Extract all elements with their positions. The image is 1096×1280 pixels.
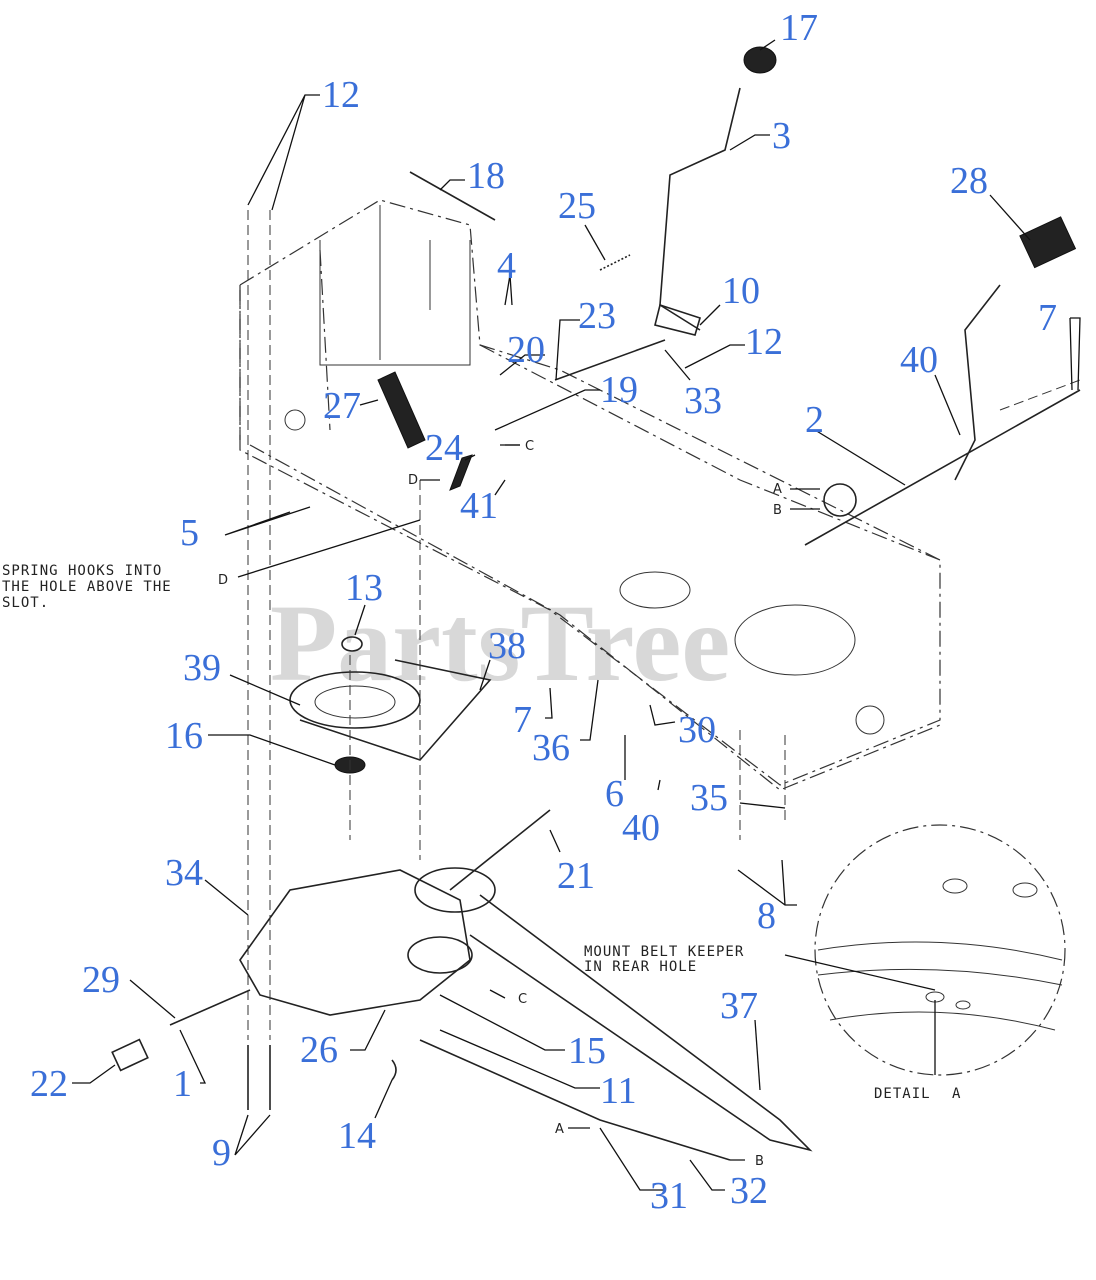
callout-11[interactable]: 11 (600, 1070, 637, 1112)
notes: SPRING HOOKS INTO THE HOLE ABOVE THE SLO… (2, 563, 961, 1102)
callout-30[interactable]: 30 (678, 709, 716, 751)
spring-24 (449, 454, 473, 491)
callout-32[interactable]: 32 (730, 1170, 768, 1212)
rod-33 (554, 339, 666, 381)
detail-label: DETAIL (874, 1086, 931, 1102)
callout-14[interactable]: 14 (338, 1115, 376, 1157)
spring-note-line-2: THE HOLE ABOVE THE (2, 579, 172, 595)
callout-12-lower[interactable]: 12 (745, 321, 783, 363)
callout-4[interactable]: 4 (497, 245, 516, 287)
ref-d-upper: D (408, 473, 418, 488)
callout-1[interactable]: 1 (173, 1063, 192, 1105)
clip-14 (391, 1059, 397, 1081)
callout-35[interactable]: 35 (690, 777, 728, 819)
ref-a-upper: A (773, 482, 782, 497)
ref-c-upper: C (525, 439, 534, 454)
detail-letter: A (952, 1086, 961, 1102)
callout-41[interactable]: 41 (460, 485, 498, 527)
callout-34[interactable]: 34 (165, 852, 203, 894)
callout-23[interactable]: 23 (578, 295, 616, 337)
watermark-text: PartsTree (270, 582, 730, 704)
bolts-9 (247, 1045, 271, 1110)
transaxle-body (239, 869, 471, 1016)
detail-a-view (814, 824, 1066, 1076)
reference-letters: A B C D D C A B (218, 439, 820, 1169)
belt-note-line-2: IN REAR HOLE (584, 959, 697, 975)
callout-24[interactable]: 24 (425, 427, 463, 469)
belt-38 (299, 659, 492, 761)
belt-37 (469, 894, 813, 1152)
callout-10[interactable]: 10 (722, 270, 760, 312)
sleeve-22 (111, 1038, 149, 1072)
callout-15[interactable]: 15 (568, 1030, 606, 1072)
callout-16[interactable]: 16 (165, 715, 203, 757)
callout-27[interactable]: 27 (323, 385, 361, 427)
callout-26[interactable]: 26 (300, 1029, 338, 1071)
ref-c-lower: C (518, 992, 527, 1007)
callout-22[interactable]: 22 (30, 1063, 68, 1105)
callout-38[interactable]: 38 (488, 625, 526, 667)
callout-3[interactable]: 3 (772, 115, 791, 157)
callout-18[interactable]: 18 (467, 155, 505, 197)
callout-28[interactable]: 28 (950, 160, 988, 202)
rod-11-32 (419, 1039, 731, 1161)
callout-36[interactable]: 36 (532, 727, 570, 769)
pulley-upper (414, 867, 496, 913)
shaft-2 (804, 389, 1081, 546)
shift-rod-3 (659, 87, 741, 331)
callout-13[interactable]: 13 (345, 567, 383, 609)
spring-note-line-1: SPRING HOOKS INTO (2, 563, 162, 579)
callout-40-lower[interactable]: 40 (622, 807, 660, 849)
callout-numbers: 17 12 3 18 28 25 4 10 7 23 12 20 40 19 2… (30, 7, 1057, 1217)
ref-a-lower: A (555, 1122, 564, 1137)
callout-7-lower[interactable]: 7 (513, 699, 532, 741)
callout-5[interactable]: 5 (180, 512, 199, 554)
callout-9[interactable]: 9 (212, 1132, 231, 1174)
bracket-10 (654, 303, 701, 336)
spring-note-line-3: SLOT. (2, 595, 49, 611)
callout-39[interactable]: 39 (183, 647, 221, 689)
parts-artwork (111, 46, 1081, 1161)
knob-17 (743, 46, 777, 74)
part-28 (1019, 216, 1077, 269)
callout-2[interactable]: 2 (805, 399, 824, 441)
callout-25[interactable]: 25 (558, 185, 596, 227)
callout-19[interactable]: 19 (600, 369, 638, 411)
spring-27 (377, 371, 426, 449)
ref-b-upper: B (773, 503, 782, 518)
callout-40-upper[interactable]: 40 (900, 339, 938, 381)
spring-25 (599, 254, 631, 271)
ref-d-left: D (218, 573, 228, 588)
callout-33[interactable]: 33 (684, 380, 722, 422)
callout-29[interactable]: 29 (82, 959, 120, 1001)
callout-6[interactable]: 6 (605, 773, 624, 815)
hub-a-b (823, 483, 857, 517)
callout-7-upper[interactable]: 7 (1038, 297, 1057, 339)
belt-note-line-1: MOUNT BELT KEEPER (584, 944, 744, 960)
shaft-21 (449, 809, 551, 891)
axle-29 (169, 989, 251, 1026)
pedal-rod (954, 284, 1001, 481)
leader-lines (72, 39, 1081, 1191)
pulley-lower (407, 936, 473, 974)
callout-21[interactable]: 21 (557, 855, 595, 897)
callout-8[interactable]: 8 (757, 895, 776, 937)
rod-18 (409, 171, 496, 221)
callout-37[interactable]: 37 (720, 985, 758, 1027)
nut-13 (341, 636, 363, 652)
callout-31[interactable]: 31 (650, 1175, 688, 1217)
callout-12[interactable]: 12 (322, 74, 360, 116)
ref-b-lower: B (755, 1154, 764, 1169)
frame-drawing (239, 199, 941, 791)
callout-20[interactable]: 20 (507, 329, 545, 371)
callout-17[interactable]: 17 (780, 7, 818, 49)
